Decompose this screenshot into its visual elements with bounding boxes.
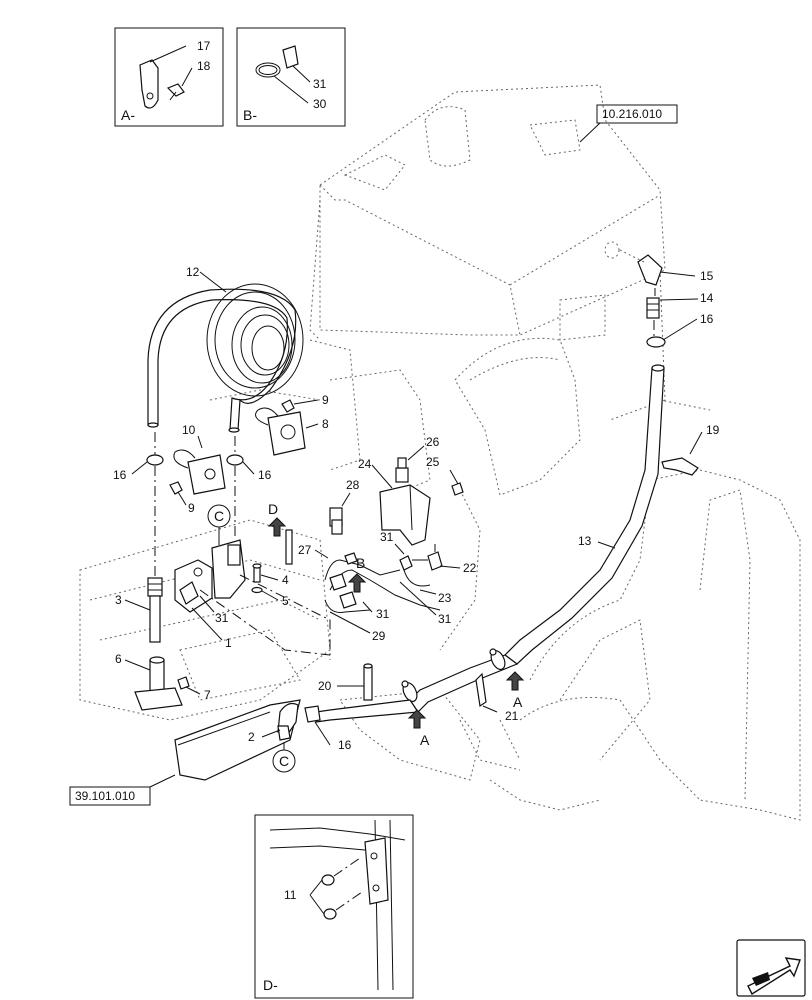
- callout-19: 19: [706, 423, 720, 437]
- bolt-9-top: [281, 399, 295, 413]
- tube-20: [363, 663, 373, 701]
- rod-11: [285, 529, 293, 565]
- inset-b: 31 30 B-: [236, 27, 346, 127]
- washer-5: [251, 586, 263, 594]
- callout-4: 4: [282, 573, 289, 587]
- callout-16-right: 16: [258, 468, 272, 482]
- callout-27: 27: [298, 543, 312, 557]
- callout-31-bracket: 31: [380, 530, 394, 544]
- callout-6: 6: [115, 652, 122, 666]
- callout-28: 28: [346, 478, 360, 492]
- callout-26: 26: [426, 435, 440, 449]
- callout-2: 2: [248, 730, 255, 744]
- marker-c-bottom: C: [279, 753, 289, 769]
- callout-31-b: 31: [376, 607, 390, 621]
- callout-24: 24: [358, 457, 372, 471]
- ref-10-216-010: 10.216.010: [602, 107, 662, 121]
- callout-31-inset-b: 31: [313, 77, 327, 91]
- marker-a-left: A: [420, 732, 430, 748]
- inset-a: 17 18 A-: [114, 27, 224, 127]
- callout-23: 23: [438, 591, 452, 605]
- clamp-16-right: [226, 454, 244, 466]
- callout-14: 14: [700, 291, 714, 305]
- marker-b: B: [356, 555, 365, 571]
- callout-30: 30: [313, 97, 327, 111]
- inset-a-label: A-: [121, 107, 135, 123]
- callout-15: 15: [700, 269, 714, 283]
- callout-3: 3: [115, 593, 122, 607]
- view-arrow-d: D: [267, 501, 287, 537]
- callout-5: 5: [282, 594, 289, 608]
- callout-25: 25: [426, 455, 440, 469]
- bolt-4: [252, 563, 262, 583]
- ref-box-top: 10.216.010: [579, 104, 678, 143]
- coiled-hose-12: [147, 283, 304, 433]
- sensor-22: [412, 544, 443, 571]
- sensor-23: [399, 555, 431, 587]
- callout-8: 8: [322, 417, 329, 431]
- view-arrow-a-right: A: [505, 671, 525, 710]
- bolt-7: [177, 676, 190, 690]
- hose-13: [409, 364, 665, 713]
- callout-9-left: 9: [188, 501, 195, 515]
- callout-16-left: 16: [113, 468, 127, 482]
- callout-10: 10: [182, 423, 196, 437]
- plate-8: [255, 407, 306, 456]
- callout-17: 17: [197, 39, 211, 53]
- inset-b-label: B-: [243, 107, 257, 123]
- callout-1: 1: [225, 636, 232, 650]
- callout-21: 21: [505, 709, 519, 723]
- callout-16-top: 16: [700, 312, 714, 326]
- callout-7: 7: [204, 688, 211, 702]
- view-marker-c-bottom: C: [272, 742, 296, 773]
- inset-d: 11 D-: [254, 814, 414, 999]
- callout-18: 18: [197, 59, 211, 73]
- harness-29: [324, 552, 441, 613]
- view-arrow-a-left: A: [407, 709, 430, 748]
- ref-box-bottom: 39.101.010: [69, 774, 176, 806]
- hose-end-lower: [304, 699, 420, 723]
- inset-d-label: D-: [263, 977, 278, 993]
- callout-31-valve: 31: [215, 611, 229, 625]
- callout-20: 20: [318, 679, 332, 693]
- marker-c-top: C: [214, 508, 224, 524]
- bolt-25: [451, 482, 464, 496]
- clamp-16-top: [646, 336, 666, 348]
- next-page-arrow-icon[interactable]: [736, 939, 806, 997]
- plate-10: [173, 449, 226, 495]
- callout-29: 29: [372, 629, 386, 643]
- callout-16-lower: 16: [338, 738, 352, 752]
- bolt-9-left: [169, 481, 183, 495]
- rear-bumper: [174, 699, 301, 781]
- callout-22: 22: [463, 561, 477, 575]
- marker-a-right: A: [513, 694, 523, 710]
- heater-valve-1: [174, 539, 246, 613]
- callout-31-harness: 31: [438, 612, 452, 626]
- callout-11: 11: [284, 888, 297, 902]
- marker-d: D: [268, 501, 278, 517]
- bracket-19: [661, 457, 699, 476]
- ref-39-101-010: 39.101.010: [75, 789, 135, 803]
- fitting-3: [147, 577, 163, 643]
- callout-13: 13: [578, 534, 592, 548]
- machine-outline: [79, 84, 801, 821]
- fitting-14: [646, 297, 660, 319]
- clamp-16-left: [146, 454, 164, 466]
- callout-12: 12: [186, 265, 200, 279]
- relay-28: [329, 507, 343, 535]
- callout-9-top: 9: [322, 393, 329, 407]
- bracket-24: [379, 457, 431, 546]
- elbow-2: [277, 702, 299, 741]
- view-marker-c-top: C: [207, 504, 231, 545]
- tube-21: [475, 672, 487, 708]
- view-arrow-b: B: [347, 555, 367, 593]
- hose-clamps: [401, 648, 506, 703]
- stand-6: [134, 656, 183, 711]
- fitting-15: [604, 241, 663, 286]
